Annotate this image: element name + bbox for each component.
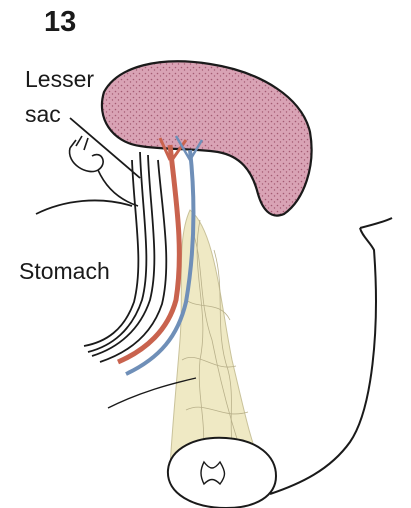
vertebra bbox=[168, 438, 276, 508]
right-body-wall bbox=[270, 218, 392, 494]
upper-left-wall bbox=[36, 200, 132, 214]
fat-tissue bbox=[170, 210, 262, 468]
stomach-wall-lines bbox=[84, 152, 166, 362]
